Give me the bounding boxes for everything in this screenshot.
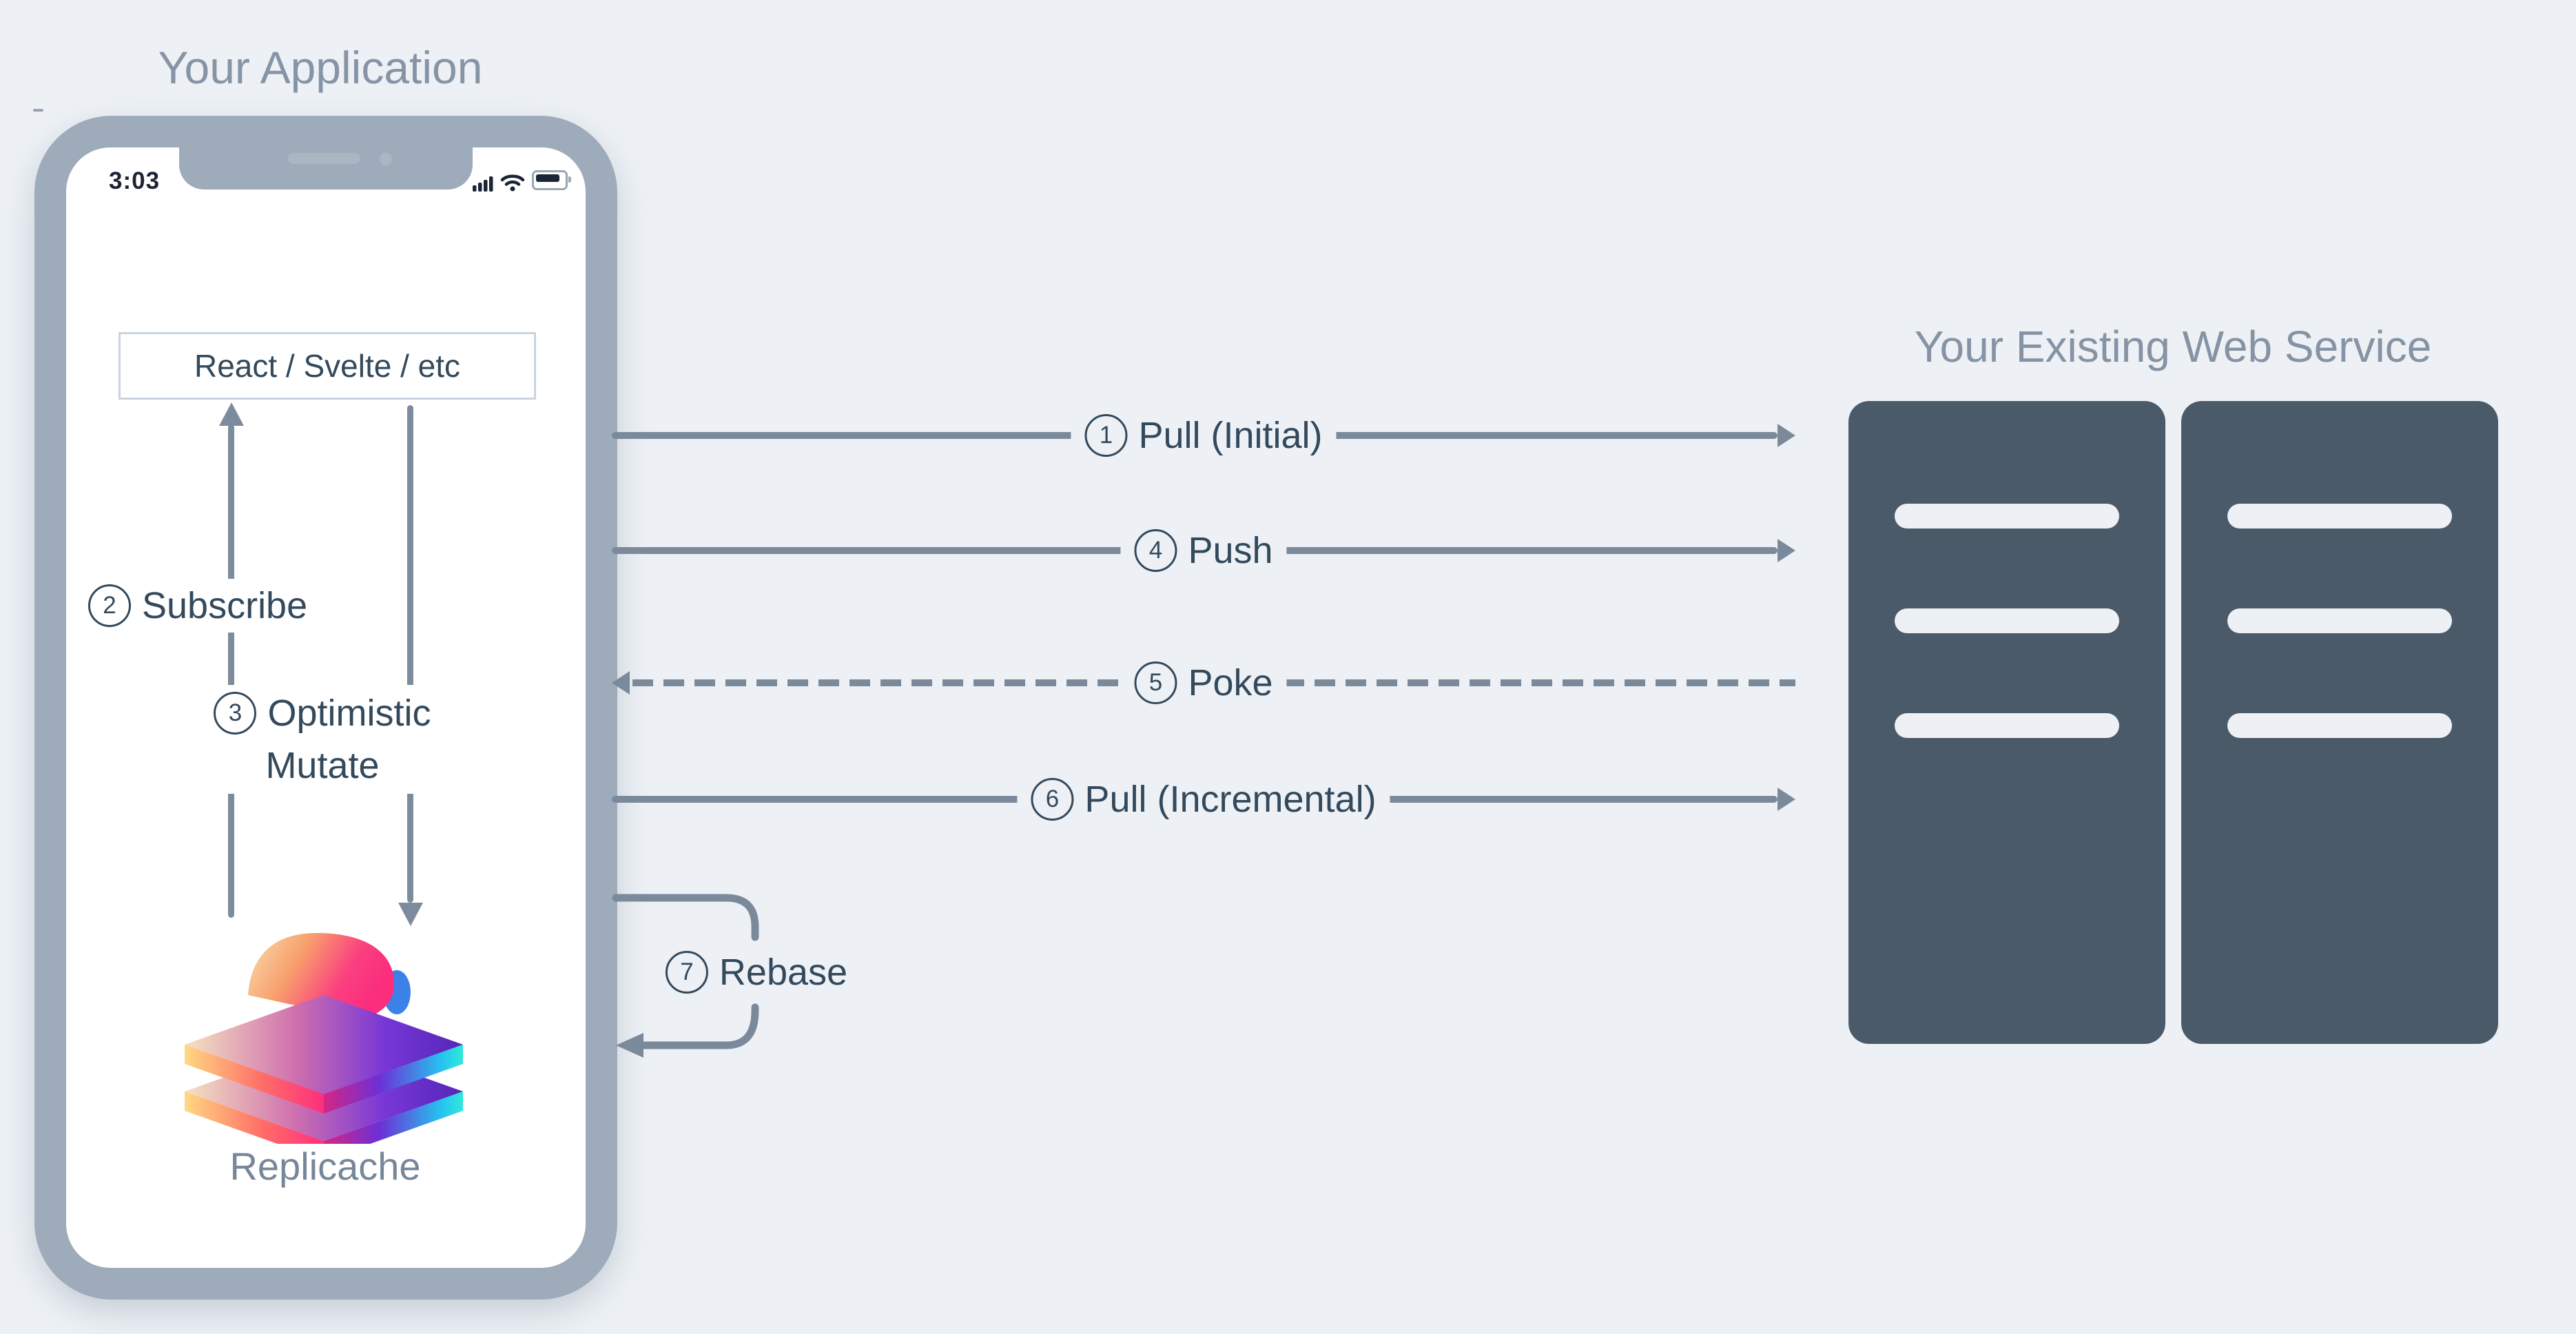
step-number: 1: [1084, 414, 1128, 457]
stray-dash: [33, 109, 43, 112]
flow-label-text: Push: [1188, 530, 1273, 571]
status-time: 3:03: [109, 167, 161, 194]
camera-dot-icon: [380, 153, 392, 165]
flow-label: 1 Pull (Initial): [1071, 411, 1337, 460]
server-slot: [2227, 504, 2452, 529]
arrow-left-icon: [616, 1033, 643, 1058]
battery-icon: [532, 170, 571, 190]
rebase-label: 7 Rebase: [652, 947, 861, 998]
wifi-icon: [500, 174, 525, 192]
server-slot: [1895, 608, 2119, 633]
arrow-right-icon: [1778, 424, 1795, 447]
subscribe-arrow-line: [228, 424, 234, 918]
step-number: 5: [1134, 661, 1177, 704]
service-title: Your Existing Web Service: [1914, 322, 2432, 371]
arrow-left-icon: [612, 671, 630, 695]
server-rack: [1848, 401, 2165, 1044]
flow-pull-initial: 1 Pull (Initial): [612, 407, 1795, 464]
server-slot: [2227, 713, 2452, 738]
mutate-label-line1: Optimistic: [267, 692, 431, 734]
flow-label-text: Pull (Initial): [1138, 415, 1323, 456]
server-slot: [2227, 608, 2452, 633]
flow-pull-incremental: 6 Pull (Incremental): [612, 770, 1795, 828]
step-number: 3: [214, 692, 257, 735]
replicache-caption: Replicache: [229, 1145, 421, 1188]
flow-label-text: Poke: [1188, 662, 1273, 704]
application-title: Your Application: [158, 42, 483, 93]
server-slot: [1895, 504, 2119, 529]
flow-label: 6 Pull (Incremental): [1017, 775, 1390, 823]
battery-fill: [536, 174, 559, 182]
server-slot: [1895, 713, 2119, 738]
step-number: 7: [665, 951, 708, 994]
arrow-up-icon: [219, 402, 244, 426]
status-icons: [473, 170, 571, 192]
ui-framework-box: React / Svelte / etc: [119, 332, 536, 400]
step-number: 2: [88, 584, 131, 627]
server-rack: [2181, 401, 2498, 1044]
flow-push: 4 Push: [612, 522, 1795, 579]
arrow-down-icon: [398, 903, 423, 926]
flow-poke: 5 Poke: [612, 654, 1795, 712]
mutate-label-line2: Mutate: [265, 745, 380, 786]
flow-label: 4 Push: [1120, 526, 1287, 575]
replicache-logo: [185, 933, 463, 1144]
signal-icon: [473, 176, 493, 192]
flow-label-text: Pull (Incremental): [1084, 779, 1377, 820]
flow-label: 5 Poke: [1120, 659, 1287, 707]
battery-nub: [568, 176, 571, 183]
subscribe-label: 2 Subscribe: [77, 579, 319, 633]
speaker-grille-icon: [288, 153, 360, 164]
flow-label-text: Rebase: [719, 952, 848, 993]
arrow-right-icon: [1778, 788, 1795, 811]
step-number: 6: [1031, 778, 1074, 821]
step-number: 4: [1134, 529, 1177, 572]
mutate-arrow-line: [407, 405, 413, 903]
subscribe-label-text: Subscribe: [142, 585, 308, 626]
flow-rebase-loop: [612, 894, 759, 1058]
optimistic-mutate-label: 3 Optimistic Mutate: [192, 685, 453, 794]
arrow-right-icon: [1778, 539, 1795, 562]
